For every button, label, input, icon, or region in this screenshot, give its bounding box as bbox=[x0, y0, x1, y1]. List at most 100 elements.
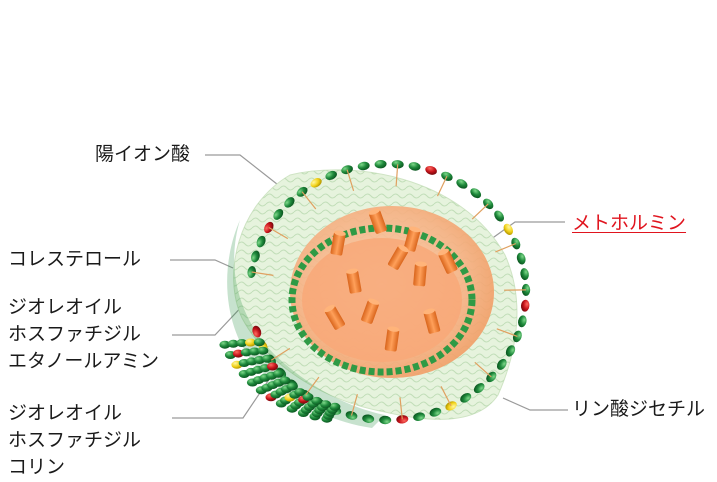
leader-phosphate bbox=[502, 397, 568, 411]
lipid-head bbox=[517, 315, 527, 328]
lipid-tail bbox=[301, 191, 317, 210]
lipid-tail bbox=[440, 386, 452, 407]
metformin-molecules bbox=[324, 208, 458, 352]
cutaway-lipid-head bbox=[311, 396, 323, 405]
drug-body bbox=[438, 250, 458, 274]
cutaway-lipid-head bbox=[272, 369, 284, 378]
lipid-head bbox=[456, 179, 468, 189]
cutaway-lipid-head bbox=[302, 392, 314, 401]
cationic-lipid-head bbox=[425, 165, 437, 175]
drug-cap bbox=[409, 226, 421, 233]
lipid-heads bbox=[219, 159, 531, 425]
cutaway-cationic-head bbox=[267, 362, 278, 371]
lipid-head bbox=[284, 197, 295, 208]
lipid-tail bbox=[346, 169, 355, 191]
lipid-tail bbox=[436, 176, 448, 197]
cutaway-yellow-head bbox=[245, 338, 256, 347]
lipid-tail bbox=[399, 397, 403, 420]
lipid-head bbox=[408, 162, 421, 171]
drug-cap bbox=[333, 230, 346, 236]
drug-body bbox=[361, 300, 379, 324]
cholesterol-head bbox=[310, 178, 322, 188]
lipid-tail bbox=[495, 243, 517, 253]
label-dopc: ジオレオイル ホスファチジル コリン bbox=[8, 402, 142, 478]
lipid-tail bbox=[305, 376, 320, 396]
inner-core-fill bbox=[302, 238, 462, 362]
leader-cationic-acid bbox=[205, 154, 283, 189]
cutaway-lipid-head bbox=[249, 347, 260, 356]
drug-cap bbox=[437, 248, 449, 256]
metformin-molecule bbox=[330, 230, 346, 256]
cutaway-lipid-head bbox=[253, 338, 265, 347]
lipid-tail bbox=[350, 394, 358, 416]
metformin-molecule bbox=[413, 261, 427, 287]
cutaway-lipid-head bbox=[261, 354, 273, 363]
lipid-head bbox=[496, 358, 507, 370]
lipid-head bbox=[379, 415, 392, 425]
leader-cholesterol bbox=[170, 259, 234, 269]
drug-cap bbox=[387, 326, 400, 332]
cationic-lipid-head bbox=[252, 325, 262, 338]
drug-body bbox=[403, 228, 421, 252]
label-cholesterol: コレステロール bbox=[8, 248, 142, 270]
drug-cap bbox=[398, 244, 409, 253]
lipid-head bbox=[494, 210, 504, 222]
lipid-head bbox=[247, 266, 256, 278]
lipid-head bbox=[473, 383, 485, 394]
cutaway-lipid-head bbox=[240, 348, 252, 357]
metformin-molecule bbox=[361, 298, 380, 324]
metformin-molecule bbox=[403, 226, 421, 252]
drug-body bbox=[384, 328, 400, 352]
drug-body bbox=[423, 310, 441, 334]
cutaway-lipid-head bbox=[227, 339, 239, 348]
lipid-head bbox=[413, 412, 426, 422]
cutaway-lipid-head bbox=[286, 382, 298, 391]
drug-body bbox=[413, 263, 427, 287]
lipid-head bbox=[520, 268, 529, 281]
lipid-head bbox=[362, 414, 375, 423]
cutaway-lipid-head bbox=[320, 400, 332, 409]
drug-body bbox=[330, 232, 346, 256]
lipid-head bbox=[251, 250, 260, 263]
lipid-tail bbox=[251, 271, 274, 276]
lipid-head bbox=[460, 392, 472, 403]
lipid-tail bbox=[496, 328, 518, 337]
cutaway-lipid-head bbox=[236, 339, 248, 347]
drug-body bbox=[346, 270, 362, 294]
lipid-head bbox=[325, 170, 337, 180]
label-phosphate: リン酸ジセチル bbox=[572, 398, 706, 420]
lipid-head bbox=[470, 188, 482, 199]
drug-cap bbox=[324, 304, 335, 313]
metformin-molecule bbox=[423, 308, 441, 334]
cholesterol-rods bbox=[251, 164, 527, 420]
lipid-tail bbox=[474, 361, 492, 378]
lipid-head bbox=[374, 159, 387, 169]
cationic-lipid-head bbox=[520, 299, 530, 312]
drug-cap bbox=[414, 261, 427, 267]
lipid-head bbox=[256, 235, 266, 248]
lipid-tail bbox=[270, 347, 291, 361]
lipid-tail bbox=[395, 164, 399, 187]
drug-cap bbox=[346, 268, 359, 274]
lipid-head bbox=[273, 208, 284, 220]
lipid-tail bbox=[268, 226, 289, 240]
cutaway-lipid-head bbox=[329, 402, 341, 411]
cutaway-lipid-head bbox=[219, 340, 231, 349]
metformin-molecule bbox=[388, 244, 409, 270]
drug-cap bbox=[368, 298, 380, 305]
drug-body bbox=[369, 210, 387, 234]
drug-body bbox=[325, 306, 345, 330]
metformin-molecule bbox=[437, 248, 458, 274]
cholesterol-head bbox=[503, 223, 513, 236]
lipid-head bbox=[357, 161, 370, 171]
drug-body bbox=[388, 246, 408, 270]
metformin-molecule bbox=[346, 268, 362, 294]
drug-cap bbox=[368, 208, 380, 215]
label-cationic-acid: 陽イオン酸 bbox=[95, 143, 191, 165]
metformin-molecule bbox=[324, 304, 345, 330]
lipid-head bbox=[429, 407, 442, 417]
cutaway-lipid-head bbox=[294, 388, 306, 397]
metformin-molecule bbox=[384, 326, 400, 352]
cutaway-lipid-head bbox=[279, 376, 291, 385]
lipid-head bbox=[505, 345, 516, 357]
